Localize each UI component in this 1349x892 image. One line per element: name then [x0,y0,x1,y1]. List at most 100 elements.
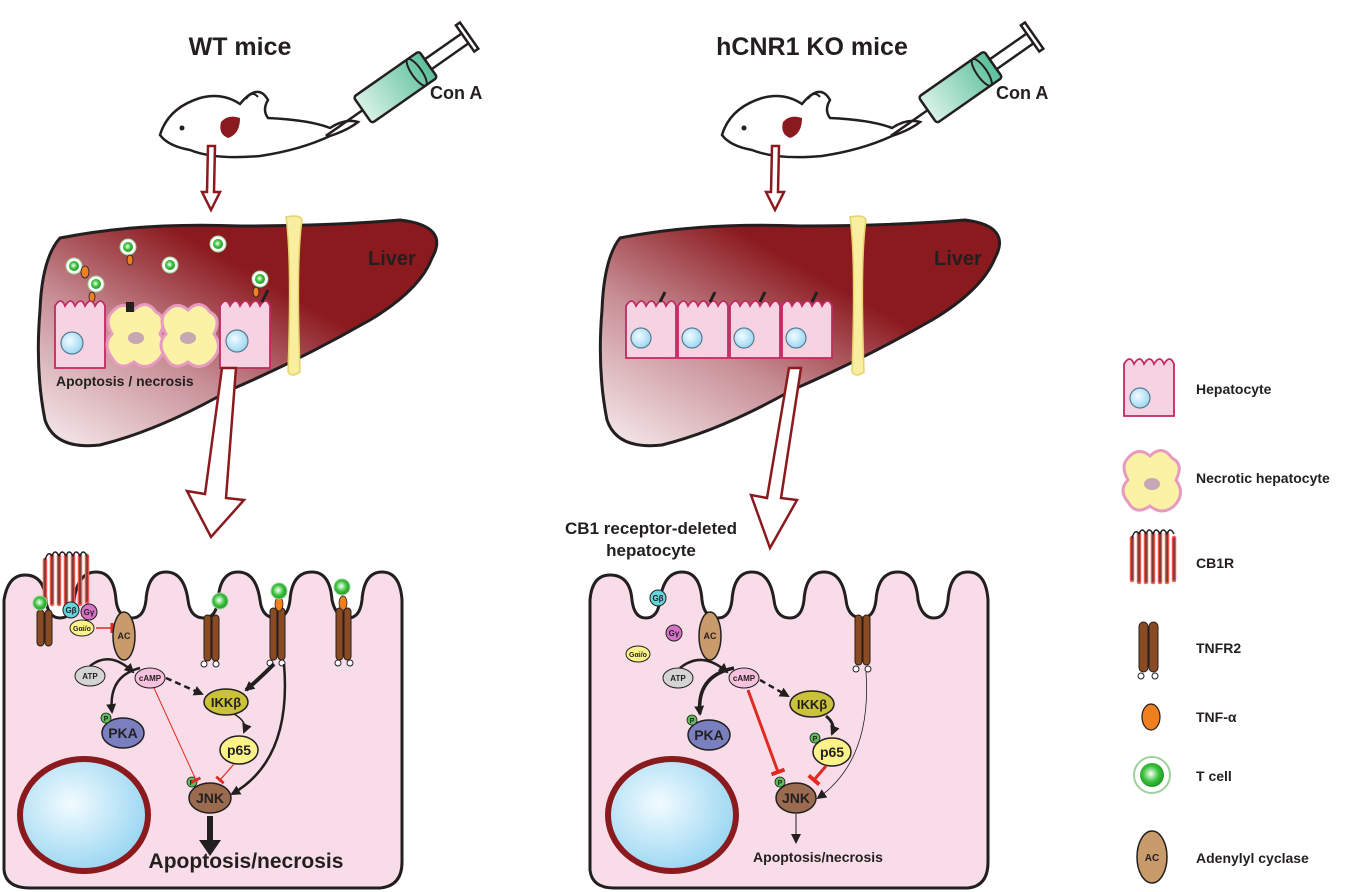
hepatocyte-icon [54,300,106,369]
ko-nucleus [605,756,739,874]
wt-tnfr2-icon [32,595,53,647]
wt-mouse-icon [158,90,361,159]
wt-outcome-label: Apoptosis/necrosis [149,850,344,873]
wt-liver-caption: Apoptosis / necrosis [56,373,194,389]
wt-arrow-to-cell [184,366,247,540]
tcell-icon [209,235,227,253]
wt-ac-label: AC [118,631,131,641]
ko-signaling-arrows [679,658,867,844]
legend-item-tcell: T cell [1133,756,1232,794]
hepatocyte-icon [1123,358,1175,417]
legend-label-hepatocyte: Hepatocyte [1196,381,1272,397]
legend-item-cb1r: CB1R [1129,529,1234,585]
ko-gy-label: Gγ [669,629,680,638]
ko-p65-phospho: P [813,736,818,743]
wt-mouse-liver-icon [220,116,240,138]
wt-pka-label: PKA [108,725,138,741]
tcell-icon [161,256,179,274]
ko-arrow-to-cell [749,366,803,551]
legend: Hepatocyte Necrotic hepatocyte CB1R TN [1121,358,1330,884]
ko-hepatocyte-row [625,291,833,359]
wt-ikk-label: IKKβ [211,695,241,710]
ko-p65-label: p65 [820,744,844,760]
adenylyl-cyclase-icon [1136,830,1168,884]
ko-mouse-icon [720,90,923,159]
wt-jnk-label: JNK [196,790,224,806]
tnfa-icon [1141,703,1161,731]
ko-pka-phospho: P [690,718,695,725]
wt-arrow-to-liver [199,144,223,213]
hepatocyte-icon [219,289,271,369]
necrotic-hepatocyte-icon [159,303,220,368]
wt-liver-tcells [65,235,269,303]
wt-gb-label: Gβ [65,606,76,615]
hepatocyte-icon [625,291,677,359]
wt-liver-label: Liver [368,248,416,270]
wt-falciform-ligament [285,215,303,376]
wt-gy-label: Gγ [84,608,95,617]
hepatocyte-icon [729,291,781,359]
tcell-icon [87,275,105,303]
legend-label-tcell: T cell [1196,768,1232,784]
wt-tnfr2-icon [333,578,354,667]
wt-gai-label: Gαi/o [73,626,91,633]
ko-jnk-label: JNK [782,790,810,806]
wt-con-a-label: Con A [430,83,482,103]
ko-arrow-to-liver [763,144,787,213]
cb1r-icon [126,302,134,312]
wt-syringe-icon [325,20,481,137]
ko-ikk-label: IKKβ [797,697,827,712]
ko-ac-label: AC [704,631,717,641]
hepatocyte-icon [781,291,833,359]
ko-jnk-phospho: P [778,780,783,787]
tnfr2-icon [1137,621,1159,680]
legend-item-ac: AC Adenylyl cyclase [1136,830,1309,884]
ko-falciform-ligament [849,215,867,376]
necrotic-hepatocyte-icon [105,303,166,368]
wt-tnfr2-icon [200,592,229,668]
legend-item-tnfa: TNF-α [1141,703,1237,731]
ko-atp-label: ATP [670,674,686,683]
ko-tnfr2-icon [852,614,872,673]
legend-label-necrotic: Necrotic hepatocyte [1196,470,1330,486]
ko-pka-label: PKA [694,727,724,743]
wt-title: WT mice [189,33,292,61]
wt-signaling-arrows [89,658,287,856]
wt-camp-label: cAMP [139,674,162,683]
necrotic-hepatocyte-icon [1121,449,1182,513]
wt-jnk-phospho: P [190,780,195,787]
ko-cell-caption-2: hepatocyte [606,541,696,560]
ko-gai-label: Gαi/o [629,652,647,659]
ko-camp-label: cAMP [733,674,756,683]
wt-atp-label: ATP [82,672,98,681]
hepatocyte-icon [677,291,729,359]
ko-outcome-label: Apoptosis/necrosis [753,849,883,865]
wt-tnfr2-icon [266,582,288,667]
legend-label-ac: Adenylyl cyclase [1196,850,1309,866]
wt-hepatocyte-row [54,289,271,369]
legend-item-hepatocyte: Hepatocyte [1123,358,1272,417]
wt-nucleus [17,756,151,874]
ko-cell-caption-1: CB1 receptor-deleted [565,519,737,538]
ko-con-a-label: Con A [996,83,1048,103]
tcell-icon [1133,756,1171,794]
tcell-icon [251,270,269,298]
wt-p65-label: p65 [227,742,251,758]
ko-liver-label: Liver [934,248,982,270]
ko-syringe-icon [890,20,1046,137]
tcell-icon [119,238,137,266]
legend-item-tnfr2: TNFR2 [1137,621,1241,680]
ko-gb-label: Gβ [652,594,663,603]
wt-cb1r-icon [42,551,90,607]
ko-panel: hCNR1 KO mice Con A Liver [565,20,1048,890]
legend-label-tnfa: TNF-α [1196,709,1237,725]
tcell-icon [65,257,90,279]
legend-label-tnfr2: TNFR2 [1196,640,1241,656]
wt-panel: WT mice Con A Liver [2,20,482,890]
wt-pka-phospho: P [104,716,109,723]
legend-label-cb1r: CB1R [1196,555,1234,571]
legend-icon-ac-text: AC [1145,853,1159,864]
cb1r-icon [1129,529,1177,585]
ko-mouse-liver-icon [782,116,802,138]
